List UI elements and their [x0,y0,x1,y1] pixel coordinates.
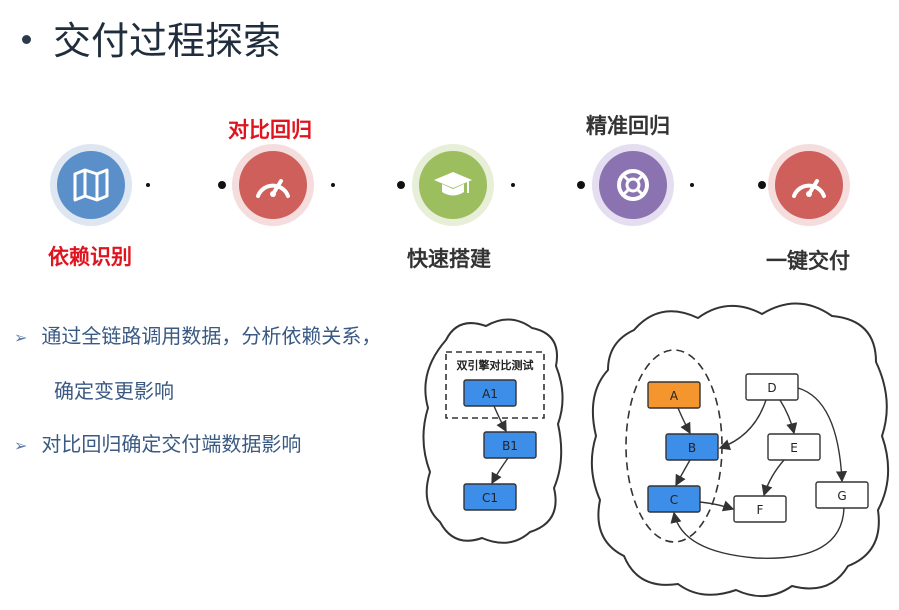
edge-a-b [677,407,691,435]
edge-c-f [699,500,735,512]
node-g-label: G [837,489,846,503]
map-icon [73,168,109,202]
node-b [665,433,719,461]
node-e-label: E [790,441,798,455]
bullet-text: 确定变更影响 [54,379,174,403]
node-c-label: C [670,493,678,507]
bullet-item-compare: ➢ 对比回归确定交付端数据影响 [14,428,301,457]
edge-g-c [670,507,845,559]
gauge-icon [792,179,826,198]
bullet-item-continuation: 确定变更影响 [54,375,174,404]
connector-dot [577,181,585,189]
cloud-outline [590,302,890,597]
title-bullet [22,35,31,44]
step-label-quick-build: 快速搭建 [407,247,491,271]
page-title: 交付过程探索 [22,10,281,65]
connector-dot [511,183,515,187]
step-quick-build [412,144,494,226]
connector-dot [146,183,150,187]
edge-e-f [761,459,785,497]
node-a1-label: A1 [482,387,498,401]
step-label-dependency-identify: 依赖识别 [48,245,132,269]
connector-dot [758,181,766,189]
edge-d-b [718,399,767,451]
edge-d-g [797,387,848,483]
page-title-text: 交付过程探索 [53,19,282,63]
dual-engine-group-label: 双引擎对比测试 [457,358,534,372]
step-compare-regression [232,144,314,226]
node-b1 [483,431,537,459]
gauge-icon [256,179,290,198]
right-dependency-diagram: A B C D E F G [590,302,890,597]
node-c1 [463,483,517,511]
node-d [745,373,799,401]
lifebuoy-icon [617,169,649,201]
node-d-label: D [767,381,776,395]
step-label-compare-regression: 对比回归 [228,118,312,142]
bullet-item-dependency: ➢ 通过全链路调用数据，分析依赖关系， [14,320,381,349]
edge-d-e [779,399,798,435]
connector-dot [690,183,694,187]
step-one-click-delivery [768,144,850,226]
step-dependency-identify [50,144,132,226]
node-a1 [463,379,517,407]
connector-dot [397,181,405,189]
arrow-bullet-icon: ➢ [14,436,28,455]
graduation-cap-icon [434,172,472,196]
bullet-text: 对比回归确定交付端数据影响 [41,432,302,456]
connector-dot [218,181,226,189]
edge-a1-b1 [493,405,507,433]
arrow-bullet-icon: ➢ [14,328,28,347]
edge-b-c [675,459,691,487]
node-a [647,381,701,409]
bullet-text: 通过全链路调用数据，分析依赖关系， [41,324,382,348]
connector-dot [331,183,335,187]
dual-engine-group [445,351,545,419]
left-dependency-diagram: 双引擎对比测试 A1 B1 C1 [422,318,564,544]
node-c1-label: C1 [482,491,498,505]
node-a-label: A [670,389,679,403]
step-label-precise-regression: 精准回归 [586,114,670,138]
edge-b1-c1 [491,457,509,485]
step-precise-regression [592,144,674,226]
node-b-label: B [688,441,696,455]
step-label-one-click-delivery: 一键交付 [766,249,850,273]
node-b1-label: B1 [502,439,518,453]
node-f-label: F [757,503,764,517]
cloud-outline [422,318,564,544]
